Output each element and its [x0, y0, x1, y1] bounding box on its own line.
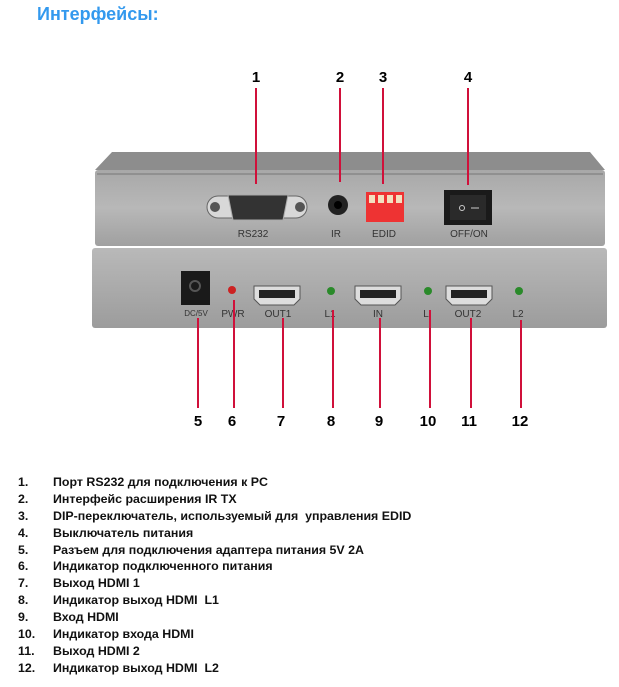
dc-jack [181, 271, 210, 305]
label-l1: L1 [324, 309, 336, 320]
label-rs232: RS232 [238, 229, 269, 240]
callout-lines [197, 88, 522, 408]
hdmi-in [354, 285, 402, 306]
label-out2: OUT2 [455, 309, 482, 320]
hdmi-out1 [253, 285, 301, 306]
l2-led [515, 287, 523, 295]
label-out1: OUT1 [265, 309, 292, 320]
callout-12: 12 [512, 413, 529, 430]
rear-unit: RS232 IR EDID OFF/ON [95, 152, 605, 246]
label-dc5v: DC/5V [184, 309, 208, 318]
label-l: L [423, 309, 429, 320]
label-ir: IR [331, 229, 341, 240]
callout-10: 10 [420, 413, 437, 430]
label-l2: L2 [512, 309, 524, 320]
label-off-on: OFF/ON [450, 229, 488, 240]
callout-9: 9 [375, 413, 383, 430]
callout-5: 5 [194, 413, 202, 430]
label-in: IN [373, 309, 383, 320]
device-diagram: RS232 IR EDID OFF/ON DC/5V PWR OUT1 L1 I… [92, 69, 607, 430]
l1-led [327, 287, 335, 295]
callout-11: 11 [461, 413, 477, 430]
page-title: Интерфейсы: [37, 4, 159, 24]
edid-dip-switch [366, 192, 404, 222]
l-led [424, 287, 432, 295]
power-switch [444, 190, 492, 225]
pwr-led [228, 286, 236, 294]
callout-7: 7 [277, 413, 285, 430]
callout-1: 1 [252, 69, 260, 86]
callout-3: 3 [379, 69, 387, 86]
front-unit: DC/5V PWR OUT1 L1 IN L OUT2 L2 [92, 248, 607, 328]
callout-4: 4 [464, 69, 473, 86]
callout-6: 6 [228, 413, 236, 430]
rs232-port [206, 194, 308, 221]
callout-8: 8 [327, 413, 335, 430]
hdmi-out2 [445, 285, 493, 306]
callout-2: 2 [336, 69, 344, 86]
label-edid: EDID [372, 229, 396, 240]
